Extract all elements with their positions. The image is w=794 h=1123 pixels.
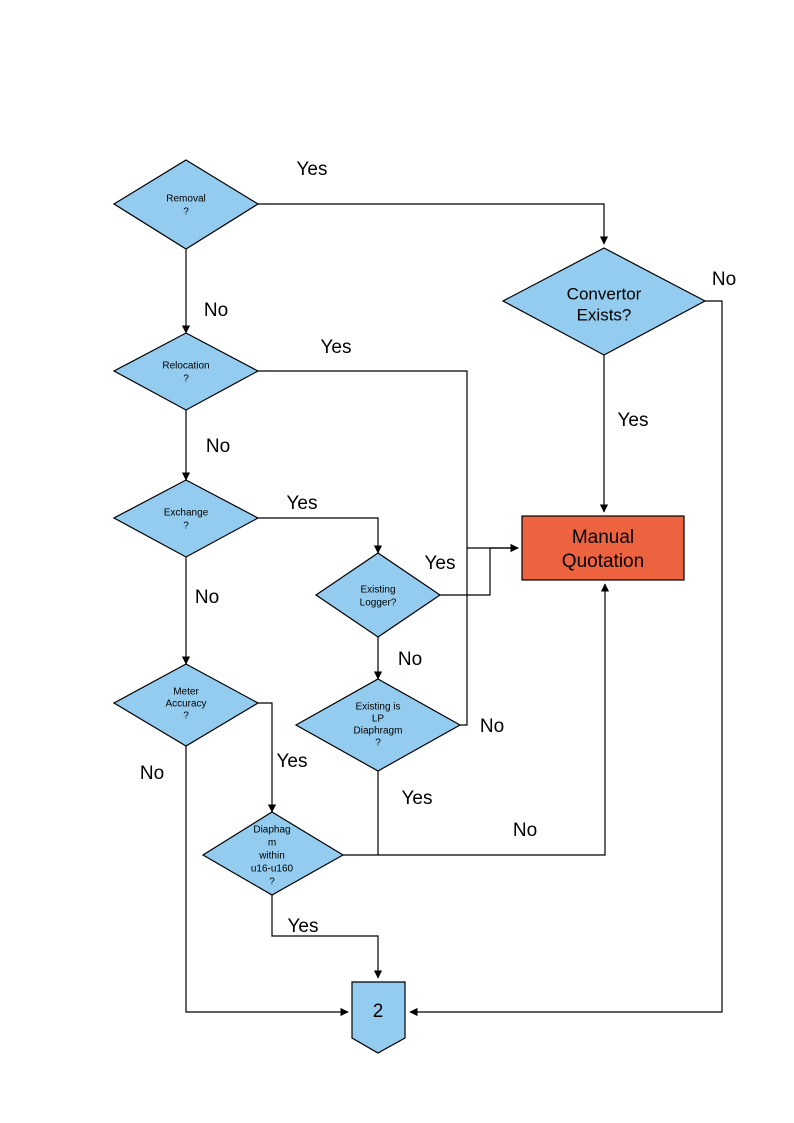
exchange-label-line2: ? (183, 521, 189, 532)
node-convertor-exists[interactable]: Convertor Exists? (501, 247, 707, 356)
diaphagm-range-label-line5: ? (269, 877, 275, 888)
edge-diaphagm-yes (271, 895, 383, 979)
edge-removal-yes (258, 203, 609, 245)
edge-lp-no (460, 548, 468, 726)
node-meter-accuracy[interactable]: Meter Accuracy ? (112, 663, 260, 747)
node-connector-2[interactable]: 2 (351, 981, 406, 1054)
edge-label-meter-accuracy-yes: Yes (277, 751, 308, 772)
edge-label-diaphagm-no: No (513, 820, 537, 841)
existing-lp-label-line4: ? (375, 738, 381, 749)
meter-accuracy-label-line2: Accuracy (165, 699, 206, 710)
edge-meter-accuracy-yes (258, 702, 277, 813)
node-existing-lp-diaphragm[interactable]: Existing is LP Diaphragm ? (294, 678, 462, 772)
edge-label-lp-yes: Yes (402, 788, 433, 809)
node-manual-quotation[interactable]: Manual Quotation (521, 515, 685, 581)
removal-diamond[interactable] (112, 159, 260, 250)
exchange-label-line1: Exchange (164, 508, 209, 519)
diaphagm-range-label-line1: Diaphag (253, 825, 290, 836)
manual-quotation-label-line2: Quotation (562, 551, 644, 572)
connector-2-shape[interactable] (351, 981, 406, 1054)
existing-lp-label-line2: LP (372, 714, 385, 725)
removal-label-line1: Removal (166, 194, 205, 205)
manual-quotation-box[interactable] (521, 515, 685, 581)
edge-label-exchange-yes: Yes (287, 493, 318, 514)
meter-accuracy-label-line1: Meter (173, 687, 199, 698)
edge-label-logger-no: No (398, 649, 422, 670)
edge-exchange-yes (258, 517, 383, 554)
diaphagm-range-label-line2: m (268, 838, 276, 849)
diaphagm-range-label-line3: within (258, 851, 285, 862)
edge-relocation-yes (258, 370, 519, 553)
node-exchange[interactable]: Exchange ? (112, 479, 260, 558)
edge-label-removal-yes: Yes (297, 159, 328, 180)
relocation-label-line1: Relocation (162, 361, 209, 372)
existing-lp-diamond[interactable] (294, 678, 462, 772)
diaphagm-range-label-line4: u16-u160 (251, 864, 294, 875)
existing-logger-diamond[interactable] (314, 552, 442, 638)
node-diaphagm-range[interactable]: Diaphag m within u16-u160 ? (201, 811, 345, 896)
edge-label-convertor-no: No (712, 269, 736, 290)
node-existing-logger[interactable]: Existing Logger? (314, 552, 442, 638)
convertor-label-line1: Convertor (567, 284, 642, 303)
edge-label-relocation-no: No (206, 436, 230, 457)
edge-diaphagm-no (343, 583, 610, 856)
edge-label-lp-no: No (480, 716, 504, 737)
connector-2-label: 2 (373, 1001, 384, 1022)
diaphagm-range-diamond[interactable] (201, 811, 345, 896)
existing-lp-label-line1: Existing is (355, 702, 400, 713)
relocation-diamond[interactable] (112, 332, 260, 411)
edge-label-diaphagm-yes: Yes (288, 916, 319, 937)
relocation-label-line2: ? (183, 374, 189, 385)
edge-convertor-no (409, 300, 723, 1017)
edge-label-logger-yes: Yes (425, 553, 456, 574)
existing-logger-label-line2: Logger? (360, 598, 397, 609)
removal-label-line2: ? (183, 207, 189, 218)
exchange-diamond[interactable] (112, 479, 260, 558)
manual-quotation-label-line1: Manual (572, 527, 634, 548)
edge-label-meter-accuracy-no: No (140, 763, 164, 784)
edge-label-exchange-no: No (195, 587, 219, 608)
existing-logger-label-line1: Existing (360, 585, 395, 596)
edge-logger-yes (440, 543, 519, 596)
edge-label-removal-no: No (204, 300, 228, 321)
meter-accuracy-diamond[interactable] (112, 663, 260, 747)
edge-label-relocation-yes: Yes (321, 337, 352, 358)
existing-lp-label-line3: Diaphragm (354, 726, 403, 737)
convertor-label-line2: Exists? (577, 305, 632, 324)
node-relocation[interactable]: Relocation ? (112, 332, 260, 411)
convertor-diamond[interactable] (501, 247, 707, 356)
edge-meter-accuracy-no (185, 746, 349, 1017)
edge-label-convertor-yes: Yes (618, 410, 649, 431)
meter-accuracy-label-line3: ? (183, 711, 189, 722)
node-removal[interactable]: Removal ? (112, 159, 260, 250)
